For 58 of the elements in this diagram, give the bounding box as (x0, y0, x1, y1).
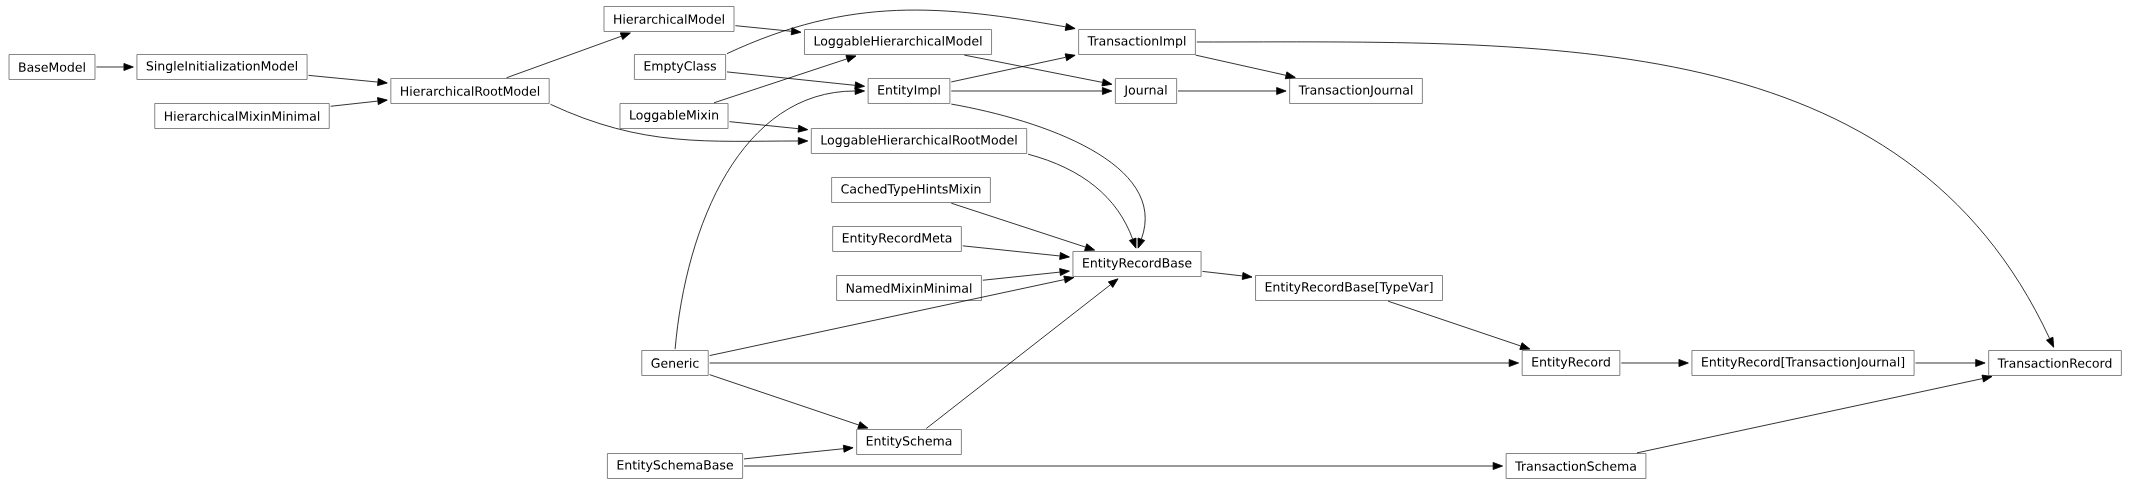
class-box: EntityRecord (1521, 350, 1621, 376)
arrow (709, 359, 1519, 367)
arrow (1636, 374, 1993, 454)
class-box: Generic (641, 350, 709, 376)
class-box: EntityImpl (867, 78, 951, 104)
class-box: EntityRecordBase[TypeVar] (1255, 275, 1443, 301)
arrow (1387, 300, 1531, 350)
arrow (982, 268, 1070, 281)
arrow (726, 71, 865, 90)
class-box: EntitySchema (856, 429, 962, 455)
arrow (550, 103, 809, 145)
arrow (709, 374, 869, 429)
arrow (1196, 41, 2055, 348)
arrow (674, 87, 865, 350)
class-box: SingleInitializationModel (136, 54, 308, 80)
class-box: EntityRecordMeta (832, 226, 962, 252)
class-box: TransactionImpl (1078, 29, 1196, 55)
class-box: Journal (1115, 78, 1178, 104)
arrow (735, 25, 802, 36)
arrow (743, 444, 854, 460)
arrow (963, 54, 1113, 87)
class-box: EntitySchemaBase (607, 453, 743, 479)
class-box: TransactionSchema (1505, 453, 1647, 479)
arrow (506, 32, 631, 79)
arrow (1195, 54, 1296, 80)
arrow (1027, 153, 1137, 249)
arrow (1915, 359, 1986, 367)
class-box: LoggableMixin (619, 103, 729, 129)
arrow (709, 275, 1075, 356)
class-box: HierarchicalMixinMinimal (154, 103, 330, 129)
class-box: TransactionJournal (1289, 78, 1423, 104)
arrow (308, 74, 388, 86)
arrow (1620, 359, 1689, 367)
arrow (743, 462, 1503, 470)
class-box: LoggableHierarchicalRootModel (810, 128, 1028, 154)
class-box: BaseModel (8, 54, 96, 80)
class-box: EntityRecordBase (1072, 251, 1202, 277)
arrow (950, 87, 1113, 95)
class-box: EmptyClass (634, 54, 726, 80)
class-box: CachedTypeHintsMixin (831, 177, 991, 203)
arrow (713, 55, 857, 104)
arrow (950, 53, 1076, 83)
arrow (925, 278, 1119, 429)
class-box: EntityRecord[TransactionJournal] (1691, 350, 1915, 376)
arrow (962, 245, 1070, 260)
arrow (96, 63, 134, 71)
class-box: HierarchicalRootModel (390, 78, 550, 104)
arrow (1202, 271, 1253, 280)
class-box: LoggableHierarchicalModel (804, 29, 992, 55)
arrow (950, 103, 1146, 249)
class-box: NamedMixinMinimal (836, 275, 982, 301)
arrow (330, 97, 388, 107)
arrow (726, 9, 1076, 55)
arrow (729, 121, 809, 133)
arrow (950, 202, 1096, 251)
class-box: TransactionRecord (1988, 350, 2122, 376)
class-box: HierarchicalModel (603, 6, 735, 32)
arrow (1177, 87, 1287, 95)
